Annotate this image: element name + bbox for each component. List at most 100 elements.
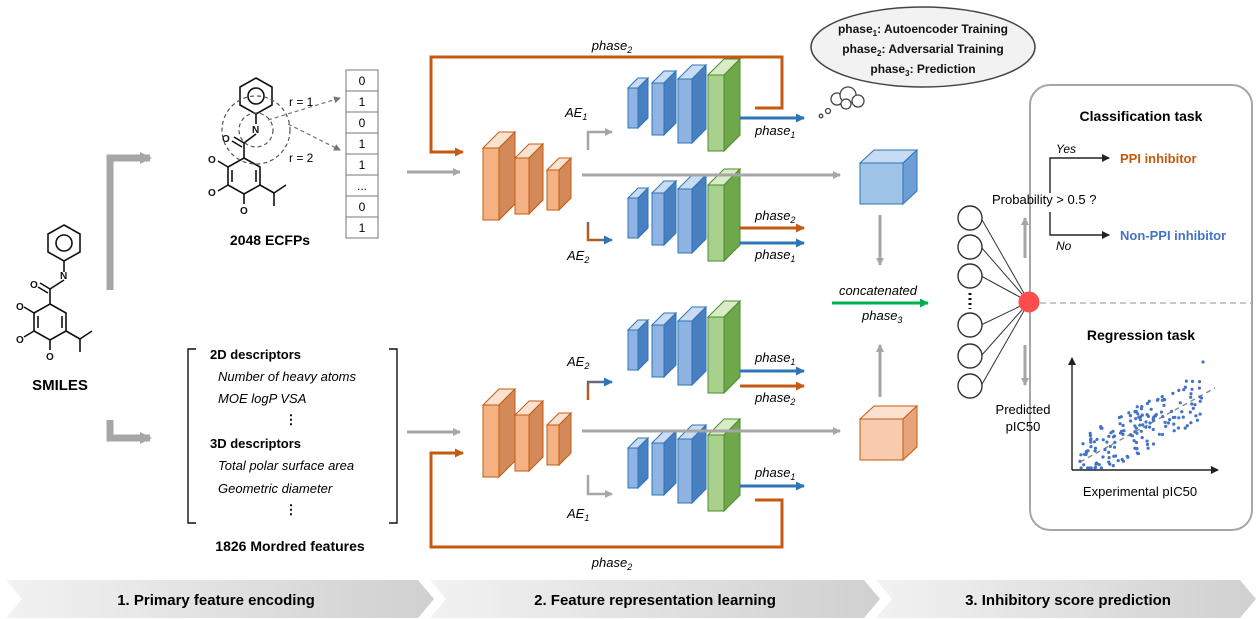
scatter-point [1134,440,1138,445]
svg-text:O: O [46,352,54,363]
scatter-point [1134,447,1138,451]
scatter-point [1162,403,1166,407]
scatter-point [1120,429,1124,433]
experimental-label: Experimental pIC50 [1083,484,1197,499]
phase2-loop-bottom [429,448,784,549]
scatter-point [1089,445,1093,449]
scatter-point [1111,464,1115,468]
radius-1-circle [238,112,274,148]
bit-value: 0 [359,74,366,88]
scatter-point [1184,379,1188,383]
scatter-point [1144,425,1148,429]
encoder-layer [481,387,517,479]
scatter-point [1103,448,1107,452]
heading-2d-descriptors: 2D descriptors [210,347,301,362]
scatter-point [1113,440,1117,444]
legend-phase2: phase2: Adversarial Training [842,42,1003,58]
classification-title: Classification task [1080,108,1203,124]
decoder-layer [650,311,678,379]
scatter-point [1107,460,1111,464]
scatter-point [1177,388,1181,392]
input-neuron [957,312,983,338]
scatter-point [1160,395,1164,399]
scatter-point [1093,449,1097,453]
scatter-point [1189,392,1193,396]
legend-phase3: phase3: Prediction [870,62,975,78]
scatter-point [1089,440,1093,444]
ecfp-molecule-icon [217,77,287,206]
scatter-point [1193,403,1197,407]
scatter-point [1121,459,1125,463]
svg-text:O: O [16,302,24,313]
scatter-point [1132,439,1136,443]
latent-vector-bottom [858,404,919,462]
scatter-point [1145,442,1150,447]
bit-cell [345,216,379,239]
scatter-point [1183,426,1187,430]
scatter-point [1133,410,1137,414]
scatter-point [1201,360,1205,364]
decoder-layer [650,429,678,497]
scatter-point [1118,422,1122,426]
scatter-point [1095,437,1099,441]
svg-text:O: O [240,206,248,217]
input-neuron [957,343,983,369]
scatter-point [1190,379,1195,383]
input-neuron [957,234,983,260]
scatter-point [1105,440,1109,444]
svg-text:O: O [16,335,24,346]
scatter-point [1145,439,1149,443]
ecfp-atom-labels: N O O O O [208,125,259,217]
scatter-point [1155,398,1159,402]
arrow-smiles-to-mordred [106,420,152,444]
network-edge [980,246,1030,303]
non-ppi-inhibitor-label: Non-PPI inhibitor [1120,228,1226,243]
smiles-atom-labels: N O O O O [16,271,67,363]
concatenated-label: concatenated [839,283,918,298]
encoder-layer [545,156,573,212]
scatter-point [1138,418,1142,422]
scatter-point [1185,424,1189,428]
bit-value: 1 [359,137,366,151]
scatter-point [1171,415,1175,420]
ae1-top-label: AE1 [564,105,587,122]
scatter-point [1198,399,1202,403]
scatter-point [1160,432,1165,437]
step-2-label: 2. Feature representation learning [534,592,776,609]
scatter-point [1148,421,1152,425]
scatter-point [1177,416,1181,420]
decoder-layer [650,69,678,137]
scatter-point [1112,445,1117,449]
scatter-point [1133,424,1137,428]
encoder-layer [545,411,573,467]
scatter-point [1129,419,1133,423]
scatter-point [1198,395,1202,399]
input-neuron [957,205,983,231]
scatter-point [1183,385,1187,389]
scatter-point [1166,421,1170,425]
mordred-right-bracket [389,348,398,524]
scatter-point [1157,432,1161,436]
scatter-point [1099,466,1103,470]
scatter-point [1128,433,1132,437]
decoder-layer [676,305,708,387]
descriptor-2d-item: MOE logP VSA [218,391,306,406]
scatter-point [1097,463,1101,467]
decoder-layer [626,186,650,240]
scatter-point [1082,452,1086,456]
scatter-point [1161,415,1165,419]
phase1-label-bottom: phase1 [754,465,795,482]
radius-2-arrow [287,123,341,151]
scatter-point [1079,453,1083,457]
scatter-point [1099,425,1103,429]
latent-vector-top [858,148,919,206]
scatter-point [1136,452,1140,456]
scatter-point [1140,436,1144,440]
arrow-smiles-to-ecfp [106,152,152,290]
scatter-point [1082,463,1086,467]
descriptor-3d-item: Geometric diameter [218,481,333,496]
scatter-point [1089,437,1093,441]
scatter-point [1151,442,1156,446]
no-label: No [1056,239,1072,253]
